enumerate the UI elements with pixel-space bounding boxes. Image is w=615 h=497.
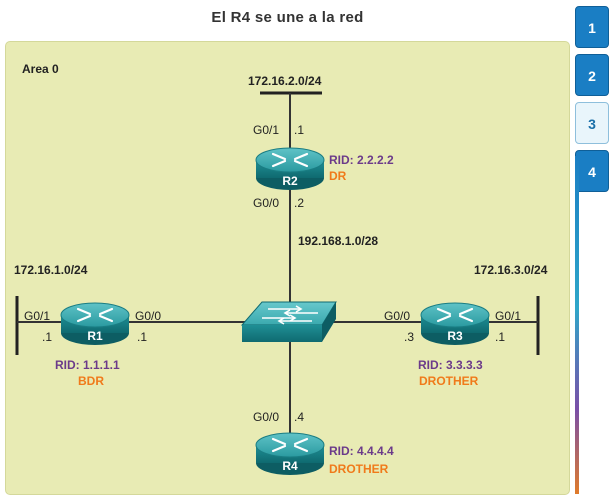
tab-2[interactable]: 2 [575,54,609,96]
network-label-left: 172.16.1.0/24 [14,263,88,277]
r4-if-top-ip: .4 [294,410,305,424]
tab-3[interactable]: 3 [575,102,609,144]
area-0-zone [5,41,570,495]
page-title: El R4 se une a la red [211,9,364,26]
router-r2-icon [255,147,325,190]
topology-diagram: R2 R1 R3 R4 [15,91,540,475]
r3-if-left: G0/0 [384,309,411,323]
network-label-top: 172.16.2.0/24 [248,74,322,88]
r2-if-top-ip: .1 [294,123,305,137]
r1-if-right-ip: .1 [137,330,148,344]
r2-if-top: G0/1 [253,123,280,137]
r3-if-right: G0/1 [495,309,522,323]
r2-if-bottom: G0/0 [253,196,280,210]
r4-role: DROTHER [329,462,389,476]
r1-if-left-ip: .1 [42,330,53,344]
router-r3-icon [420,302,490,345]
tab-4[interactable]: 4 [575,150,609,192]
network-label-right: 172.16.3.0/24 [474,263,548,277]
r1-rid: RID: 1.1.1.1 [55,358,120,372]
area-label: Area 0 [22,62,59,76]
tab-1[interactable]: 1 [575,6,609,48]
r3-if-left-ip: .3 [404,330,415,344]
network-label-center: 192.168.1.0/28 [298,234,379,248]
router-r4-icon [255,432,325,475]
r1-if-left: G0/1 [24,309,51,323]
r4-if-top: G0/0 [253,410,280,424]
router-r1-icon [60,302,130,345]
switch-icon [240,301,337,342]
router-r4-name: R4 [282,459,298,473]
r3-if-right-ip: .1 [495,330,506,344]
r2-rid: RID: 2.2.2.2 [329,153,394,167]
r1-role: BDR [78,374,104,388]
router-r1-name: R1 [87,329,103,343]
r1-if-right: G0/0 [135,309,162,323]
r2-role: DR [329,169,347,183]
progress-rail [575,156,579,494]
router-r2-name: R2 [282,174,298,188]
r2-if-bottom-ip: .2 [294,196,305,210]
r3-role: DROTHER [419,374,479,388]
r3-rid: RID: 3.3.3.3 [418,358,483,372]
r4-rid: RID: 4.4.4.4 [329,444,394,458]
router-r3-name: R3 [447,329,463,343]
step-tabs: 1 2 3 4 [573,6,613,494]
